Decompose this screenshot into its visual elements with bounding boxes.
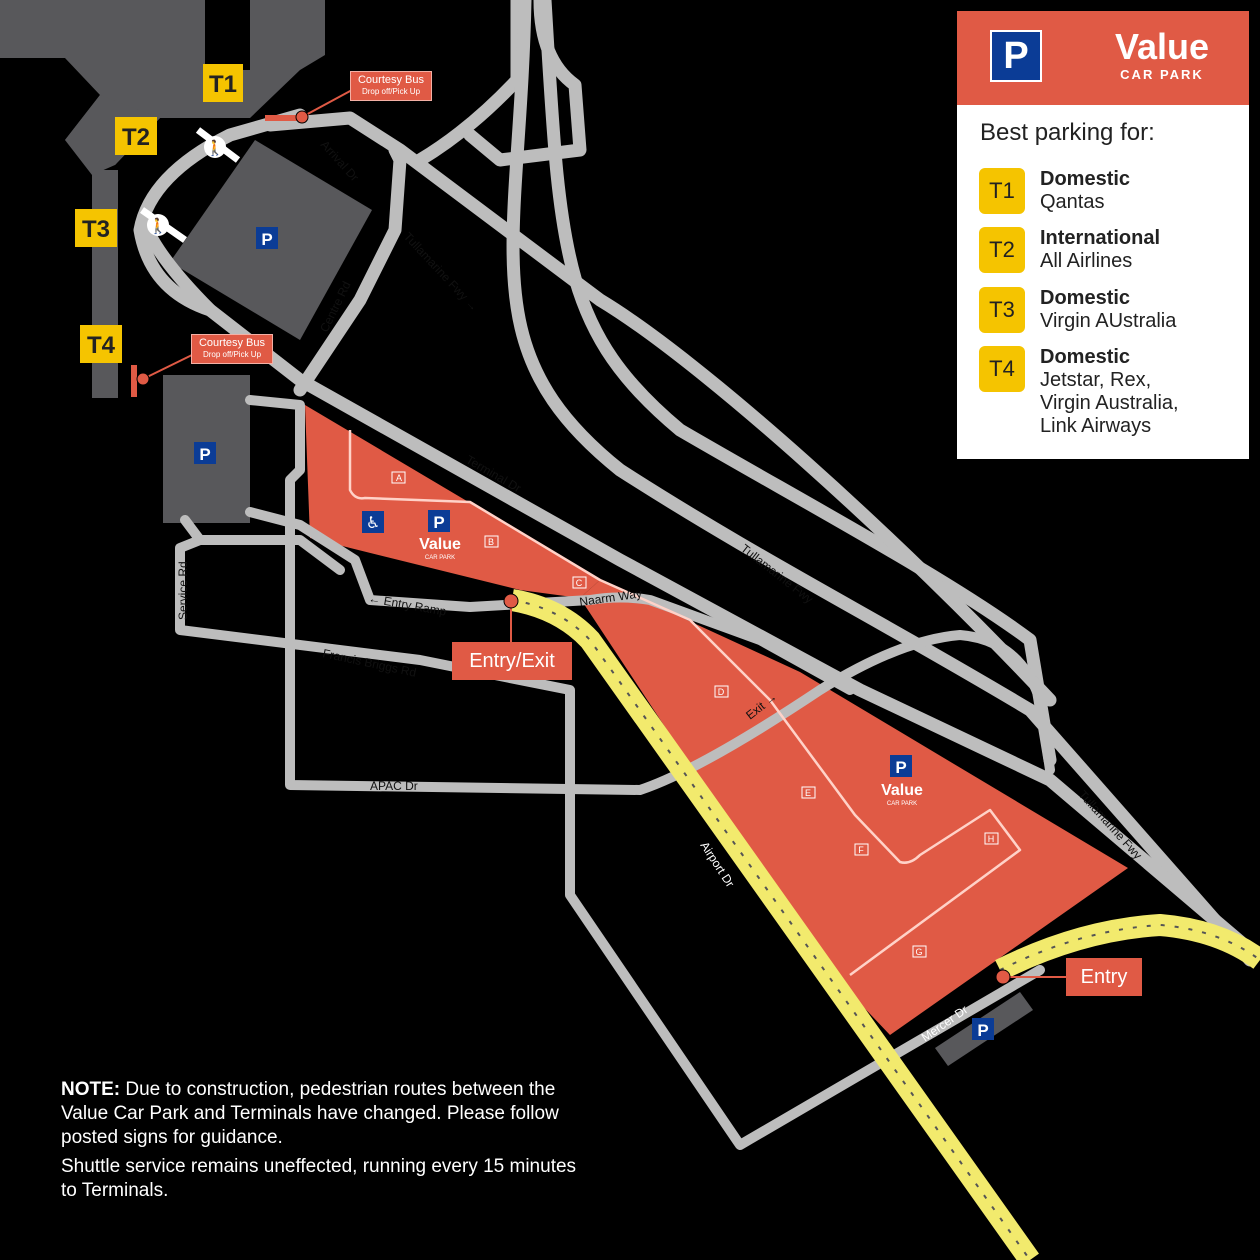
terminal-badges: T1 T2 T3 T4 [75,64,243,363]
construction-note: NOTE: Due to construction, pedestrian ro… [61,1078,581,1208]
svg-text:CAR PARK: CAR PARK [887,801,917,807]
road-label-service-rd: Service Rd [176,561,190,620]
note-paragraph-2: Shuttle service remains uneffected, runn… [61,1156,577,1201]
brand-title: Value [1114,26,1210,67]
svg-text:D: D [718,687,725,697]
terminal-type: Domestic [1040,287,1131,309]
entry-markers [503,593,1066,985]
parking-icon: P [990,30,1042,82]
shuttle-route [348,430,1022,977]
svg-text:P: P [261,230,272,249]
entry-callout: Entry [1066,958,1142,996]
bus-icon: B [484,535,499,548]
svg-text:G: G [915,947,922,957]
car-park-labels: Value CAR PARK Value CAR PARK [419,536,923,807]
legend-panel: P Value CAR PARK Best parking for: T1 Do… [957,11,1249,459]
road-label-entry-ramp: ← Entry Ramp [367,591,447,619]
wheelchair-icon [362,511,384,533]
brand-subtitle: CAR PARK [1120,67,1204,82]
svg-text:B: B [488,537,494,547]
bus-icon: G [912,945,927,958]
terminal-badge: T4 [979,346,1025,392]
svg-text:P: P [199,445,210,464]
svg-text:Value: Value [881,782,923,799]
svg-text:P: P [433,513,444,532]
terminal-type: Domestic [1040,346,1131,368]
svg-text:P: P [977,1021,988,1040]
entry-exit-callout: Entry/Exit [452,642,572,680]
bus-icon: D [714,685,729,698]
best-parking-heading: Best parking for: [980,119,1155,146]
svg-text:P: P [895,758,906,777]
walking-person-icon [204,136,226,158]
terminal-badge: T2 [979,227,1025,273]
parking-icons: P P P P P ♿ [194,227,994,1040]
terminal-label-t4: T4 [87,332,116,359]
svg-text:🚶: 🚶 [149,217,168,235]
terminal-type: Domestic [1040,168,1131,190]
terminal-type: International [1040,227,1161,249]
bus-icon: A [391,471,406,484]
courtesy-bus-markers [131,89,353,397]
road-label-apac-dr: APAC Dr [370,779,418,793]
bus-icon: F [854,843,869,856]
terminal-label-t3: T3 [82,216,110,243]
svg-text:♿: ♿ [366,513,380,532]
value-car-park-brand: Value CAR PARK [1077,26,1247,83]
terminal-badge: T1 [979,168,1025,214]
pedestrian-crossings: 🚶 🚶 [139,127,241,243]
road-label-tullamarine-fwy-1: Tullamarine Fwy → [401,229,481,314]
note-text-1: Due to construction, pedestrian routes b… [61,1079,559,1148]
bus-icon: E [801,786,816,799]
svg-text:🚶: 🚶 [206,139,225,157]
road-label-arrival-dr: Arrival Dr [318,138,362,185]
bus-icon: H [984,832,999,845]
courtesy-bus-callout-t1: Courtesy Bus Drop off/Pick Up [350,71,432,101]
courtesy-bus-callout-t4: Courtesy Bus Drop off/Pick Up [191,334,273,364]
terminal-label-t1: T1 [209,71,237,98]
note-bold: NOTE: [61,1079,121,1100]
bus-icon: C [572,576,587,589]
shuttle-stops: A B C D E F G H [391,471,999,958]
svg-text:C: C [576,578,583,588]
walking-person-icon [147,214,169,236]
airport-dr-road [509,589,1260,1260]
terminal-airlines: All Airlines [1040,250,1133,272]
svg-text:H: H [988,834,995,844]
svg-text:F: F [858,845,864,855]
terminal-airlines: Jetstar, Rex, Virgin Australia, Link Air… [1040,369,1179,437]
legend-header: P Value CAR PARK [957,11,1249,105]
terminal-label-t2: T2 [122,124,150,151]
svg-text:CAR PARK: CAR PARK [425,555,455,561]
svg-text:E: E [805,788,811,798]
road-network [133,0,1257,1150]
terminal-badge: T3 [979,287,1025,333]
note-paragraph-1: NOTE: Due to construction, pedestrian ro… [61,1078,581,1150]
svg-text:A: A [396,473,402,483]
terminal-airlines: Virgin AUstralia [1040,310,1177,332]
terminal-airlines: Qantas [1040,191,1105,213]
svg-text:Value: Value [419,536,461,553]
